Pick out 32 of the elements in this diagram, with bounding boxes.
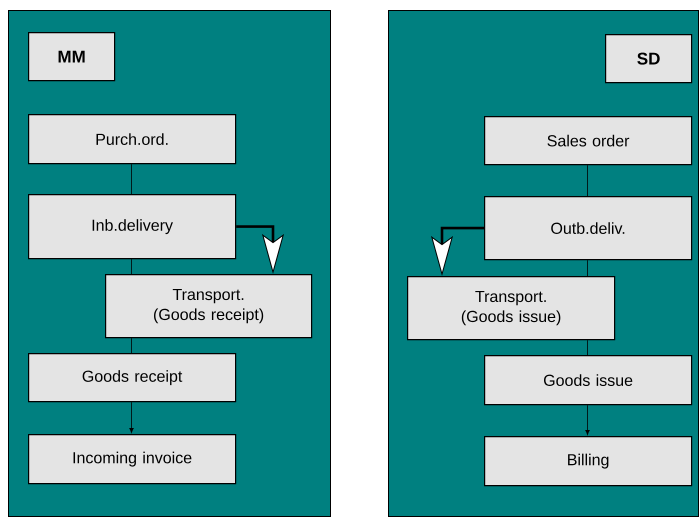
- box-text: MM: [58, 50, 85, 62]
- process-box: [484, 196, 692, 260]
- connector-line: [587, 164, 588, 196]
- process-box: [28, 114, 236, 164]
- connector-line: [131, 164, 132, 194]
- box-text: Outb.deliv.: [551, 222, 624, 234]
- module-label-box: [28, 32, 116, 82]
- module-label-box: [605, 34, 692, 84]
- process-box: [28, 434, 236, 484]
- box-text: Goods receipt: [82, 370, 182, 386]
- arrow: [585, 404, 590, 435]
- box-text: Transport. (Goods issue): [462, 290, 560, 326]
- box-text: SD: [637, 52, 660, 65]
- process-box: [407, 276, 616, 340]
- box-text: Sales order: [547, 134, 630, 146]
- process-box: [484, 355, 692, 406]
- box-text: Purch.ord.: [96, 133, 168, 145]
- process-box: [105, 274, 312, 338]
- arrow: [129, 402, 134, 433]
- connector-line: [131, 258, 132, 274]
- process-box: [484, 116, 692, 166]
- box-text: Transport. (Goods receipt): [154, 288, 264, 324]
- process-box: [28, 353, 236, 402]
- box-text: Incoming invoice: [74, 452, 192, 467]
- connector-line: [587, 340, 588, 356]
- process-box: [28, 194, 236, 260]
- box-text: Billing: [568, 454, 608, 469]
- box-text: Goods issue: [544, 374, 632, 386]
- connector-line: [587, 260, 588, 276]
- process-box: [484, 436, 692, 486]
- box-text: Inb.delivery: [92, 219, 173, 234]
- connector-line: [131, 338, 132, 354]
